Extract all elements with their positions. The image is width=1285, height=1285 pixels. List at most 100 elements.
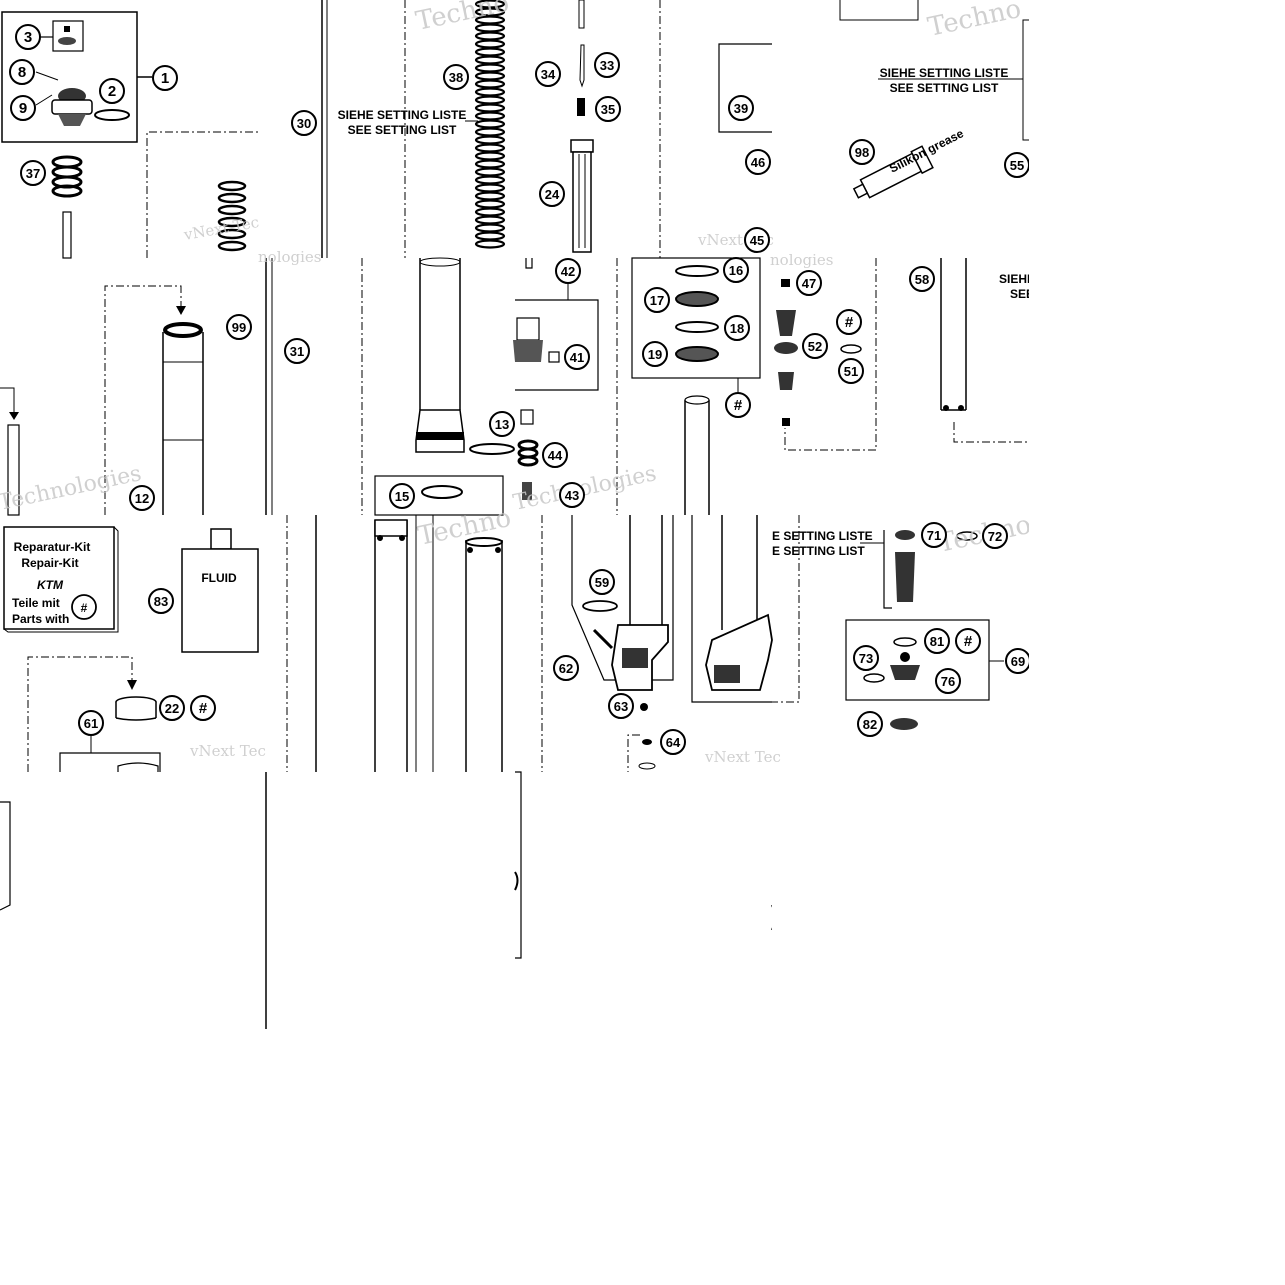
callout-label-27: 46 xyxy=(751,155,765,170)
callout-label-42: 76 xyxy=(941,674,955,689)
callout-circle-13 xyxy=(539,181,565,207)
callout-circle-15 xyxy=(284,338,310,364)
callout-circle-47 xyxy=(226,314,252,340)
spring-coil xyxy=(474,23,506,33)
callout-circle-24 xyxy=(559,482,585,508)
callout-label-2: 3 xyxy=(24,29,32,46)
watermark-layer: Techno Techno vNext Tec vNext Tec nologi… xyxy=(0,0,1034,766)
callout-circle-35 xyxy=(553,655,579,681)
callout-label-9: 17 xyxy=(650,293,664,308)
tile-row2-center xyxy=(361,257,761,516)
spring-lower-shape xyxy=(217,180,247,252)
tile-row3-right xyxy=(772,515,1004,730)
callout-circle-45 xyxy=(148,588,174,614)
spring-coil xyxy=(474,159,506,169)
callout-label-31: 55 xyxy=(1010,158,1024,173)
callout-label-30: 52 xyxy=(808,339,822,354)
repair-kit-line3: Teile mit xyxy=(12,596,60,610)
callout-label-46: 98 xyxy=(855,145,869,160)
repair-kit-box: Reparatur-Kit Repair-Kit KTM Teile mit P… xyxy=(12,540,97,626)
watermark-technologies-1: Technologies xyxy=(0,461,144,516)
callout-circle-16 xyxy=(594,52,620,78)
setting-note-de-3: SIEHE xyxy=(999,272,1035,286)
tile-setting-note xyxy=(839,0,1029,199)
repair-kit-line4: Parts with xyxy=(12,612,69,626)
callout-label-37: 64 xyxy=(666,735,681,750)
tile-row2-left xyxy=(0,258,273,516)
setting-note-de-2: SIEHE SETTING LISTE xyxy=(880,66,1009,80)
callout-label-5: 12 xyxy=(135,491,149,506)
spring-coil xyxy=(474,151,506,161)
callout-circle-32 xyxy=(909,266,935,292)
callout-label-8: 16 xyxy=(729,263,743,278)
spring-coil xyxy=(474,103,506,113)
callout-circle-11 xyxy=(642,341,668,367)
callout-label-1: 2 xyxy=(108,83,116,100)
callout-label-29: 51 xyxy=(844,364,858,379)
callout-circle-29 xyxy=(838,358,864,384)
callout-circle-14 xyxy=(291,110,317,136)
setting-note-de-1: SIEHE SETTING LISTE xyxy=(338,108,467,122)
tile-row3-left xyxy=(3,515,317,772)
spring-coil xyxy=(474,231,506,241)
spring-coil xyxy=(474,111,506,121)
spring-coil xyxy=(474,127,506,137)
watermark-techno-2: Techno xyxy=(925,0,1024,43)
cartridge-24-shape xyxy=(570,139,594,253)
spring-coil xyxy=(474,183,506,193)
callout-label-10: 18 xyxy=(730,321,744,336)
spring-coil xyxy=(474,167,506,177)
callout-label-24: 43 xyxy=(565,488,579,503)
spring-coil xyxy=(474,55,506,65)
callout-circle-23 xyxy=(555,258,581,284)
callout-label-19: 37 xyxy=(26,166,40,181)
spring-coil xyxy=(474,39,506,49)
callout-circle-37 xyxy=(660,729,686,755)
spring-coil xyxy=(474,191,506,201)
callout-circle-19 xyxy=(20,160,46,186)
tile-cap-assembly xyxy=(1,11,258,259)
callout-circle-10 xyxy=(724,315,750,341)
callout-label-33: 59 xyxy=(595,575,609,590)
callout-circle-0 xyxy=(152,65,178,91)
callout-label-35: 62 xyxy=(559,661,573,676)
callout-label-16: 33 xyxy=(600,58,614,73)
callout-label-12: 22 xyxy=(165,701,179,716)
callout-circle-22 xyxy=(564,344,590,370)
tile-row2-right xyxy=(774,258,1029,451)
spring-coil xyxy=(474,63,506,73)
callout-label-36: 63 xyxy=(614,699,628,714)
callout-circle-34 xyxy=(78,710,104,736)
callout-label-41: 73 xyxy=(859,651,873,666)
callout-label-hash-2: # xyxy=(964,633,973,650)
callout-circle-43 xyxy=(924,628,950,654)
fluid-label: FLUID xyxy=(201,571,237,585)
callout-circle-46 xyxy=(849,139,875,165)
callout-label-40: 72 xyxy=(988,529,1002,544)
spring-coil xyxy=(474,239,506,249)
spring-coil xyxy=(474,215,506,225)
callout-circle-hash-1 xyxy=(836,309,862,335)
callout-circle-48 xyxy=(190,695,216,721)
callout-label-22: 41 xyxy=(570,350,584,365)
setting-note-en-3: SEE xyxy=(1010,287,1034,301)
repair-kit-symbol-circle xyxy=(71,594,97,620)
callout-label-21: 39 xyxy=(734,101,748,116)
callout-label-11: 19 xyxy=(648,347,662,362)
repair-kit-brand: KTM xyxy=(37,578,64,592)
watermark-vnext-1: vNext Tec xyxy=(182,213,261,244)
spring-coil xyxy=(474,143,506,153)
spring-coil xyxy=(474,199,506,209)
callout-label-0: 1 xyxy=(161,70,169,87)
callout-label-32: 58 xyxy=(915,272,929,287)
setting-note-en-2: SEE SETTING LIST xyxy=(890,81,999,95)
setting-note-de-4: E SETTING LISTE xyxy=(772,529,873,543)
callout-label-hash-0: # xyxy=(734,397,743,414)
callout-label-34: 61 xyxy=(84,716,98,731)
callout-label-7: 15 xyxy=(395,489,409,504)
callout-circle-41 xyxy=(853,645,879,671)
callout-label-45: 83 xyxy=(154,594,168,609)
callout-label-48: # xyxy=(199,700,208,717)
callout-label-25: 44 xyxy=(548,448,563,463)
